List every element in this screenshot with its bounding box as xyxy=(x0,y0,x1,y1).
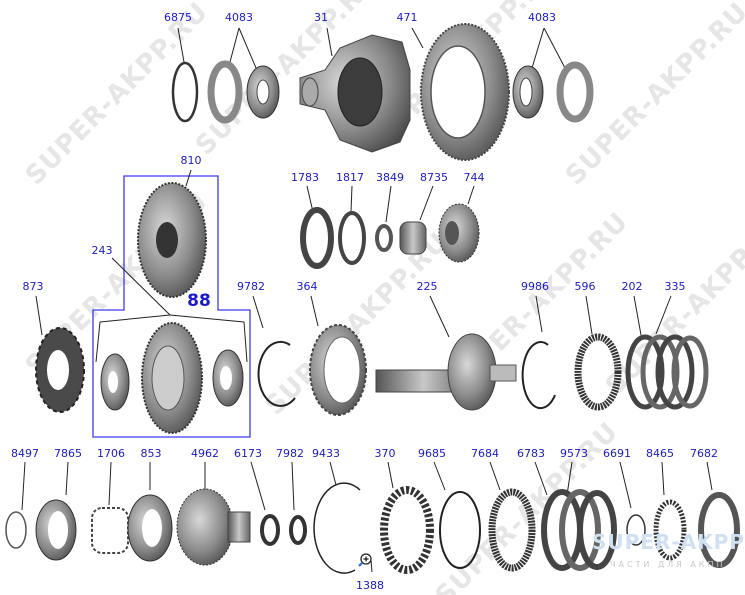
part-label-1817[interactable]: 1817 xyxy=(336,171,364,184)
part-label-9573[interactable]: 9573 xyxy=(560,447,588,460)
brand-logo: SUPER-AKPP xyxy=(592,530,745,554)
part-label-1706[interactable]: 1706 xyxy=(97,447,125,460)
part-label-31[interactable]: 31 xyxy=(314,11,328,24)
part-label-370[interactable]: 370 xyxy=(374,447,396,460)
part-label-202[interactable]: 202 xyxy=(621,280,643,293)
part-label-4083[interactable]: 4083 xyxy=(225,11,253,24)
part-label-9782[interactable]: 9782 xyxy=(237,280,265,293)
part-label-7865[interactable]: 7865 xyxy=(54,447,82,460)
part-label-744[interactable]: 744 xyxy=(463,171,485,184)
part-label-9433[interactable]: 9433 xyxy=(312,447,340,460)
group-label-88[interactable]: 88 xyxy=(187,291,211,311)
part-label-853[interactable]: 853 xyxy=(140,447,162,460)
part-label-6691[interactable]: 6691 xyxy=(603,447,631,460)
part-label-7682[interactable]: 7682 xyxy=(690,447,718,460)
part-label-873[interactable]: 873 xyxy=(22,280,44,293)
part-label-9685[interactable]: 9685 xyxy=(418,447,446,460)
part-label-471[interactable]: 471 xyxy=(396,11,418,24)
part-label-335[interactable]: 335 xyxy=(664,280,686,293)
part-label-8735[interactable]: 8735 xyxy=(420,171,448,184)
part-label-8465[interactable]: 8465 xyxy=(646,447,674,460)
part-label-6875[interactable]: 6875 xyxy=(164,11,192,24)
part-label-810[interactable]: 810 xyxy=(180,154,202,167)
part-label-1388[interactable]: 1388 xyxy=(356,579,384,592)
part-label-7982[interactable]: 7982 xyxy=(276,447,304,460)
part-label-8497[interactable]: 8497 xyxy=(11,447,39,460)
part-label-9986[interactable]: 9986 xyxy=(521,280,549,293)
part-label-6783[interactable]: 6783 xyxy=(517,447,545,460)
part-label-1783[interactable]: 1783 xyxy=(291,171,319,184)
part-label-6173[interactable]: 6173 xyxy=(234,447,262,460)
part-label-4962[interactable]: 4962 xyxy=(191,447,219,460)
part-label-243[interactable]: 243 xyxy=(91,244,113,257)
part-label-225[interactable]: 225 xyxy=(416,280,438,293)
part-label-7684[interactable]: 7684 xyxy=(471,447,499,460)
part-label-4083[interactable]: 4083 xyxy=(528,11,556,24)
part-label-364[interactable]: 364 xyxy=(296,280,318,293)
magnifier-plus-icon[interactable] xyxy=(358,553,372,567)
part-label-3849[interactable]: 3849 xyxy=(376,171,404,184)
brand-logo-subtitle: ЧАСТИ ДЛЯ АКПП xyxy=(610,560,726,569)
part-label-596[interactable]: 596 xyxy=(574,280,596,293)
